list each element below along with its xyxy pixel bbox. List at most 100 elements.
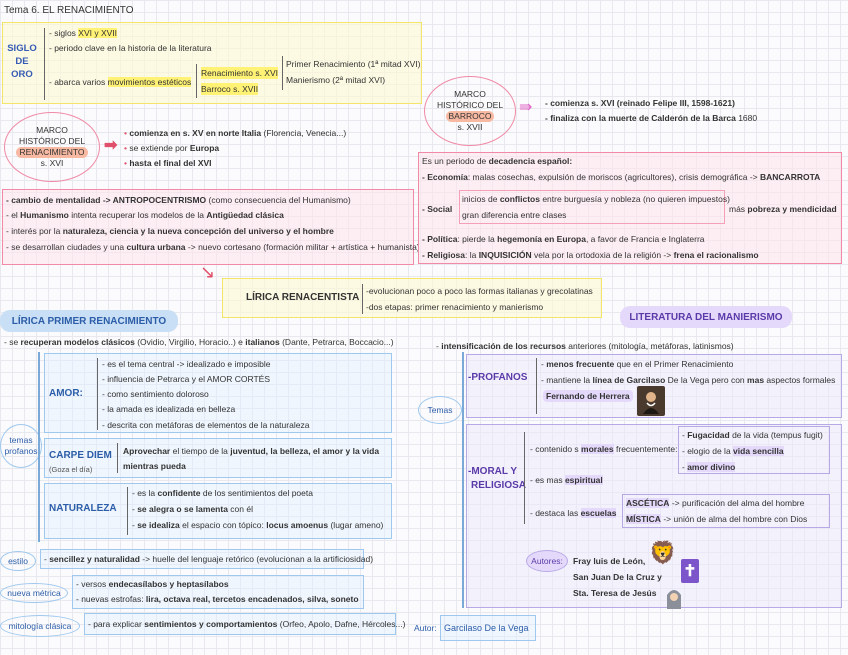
renacimiento-box [2, 189, 414, 265]
naturaleza-box [44, 483, 392, 539]
carpe-2: mientras pueda [123, 461, 186, 471]
lirica-title: LÍRICA RENACENTISTA [246, 292, 360, 303]
autor-name: Garcilaso De la Vega [444, 623, 529, 633]
lirica-line-1: -evolucionan poco a poco las formas ital… [366, 286, 593, 296]
ren-point-3: • hasta el final del XVI [124, 158, 212, 168]
siglo-de-oro-label: SIGLO DE ORO [7, 43, 37, 80]
bar-point-2: - finaliza con la muerte de Calderón de … [545, 113, 758, 123]
naturaleza-bracket [127, 487, 128, 535]
manierismo-title: LITERATURA DEL MANIERISMO [620, 306, 792, 328]
siglo-line-2: - periodo clave en la historia de la lit… [49, 43, 212, 53]
mitologia-oval: mitología clásica [0, 615, 80, 637]
fugacidad-box [678, 426, 830, 474]
amor-3: - como sentimiento doloroso [102, 389, 209, 399]
amor-5: - descrita con metáforas de elementos de… [102, 420, 310, 430]
estilo-box [40, 549, 364, 569]
arrow-bar: ⇛ [519, 99, 533, 116]
moral-2: - es mas espiritual [530, 475, 603, 485]
amor-1: - es el tema central -> idealizado e imp… [102, 359, 271, 369]
carpe-diem-sub: (Goza el día) [49, 465, 93, 474]
bar-social-3: más pobreza y mendicidad [729, 204, 837, 214]
autores-oval: Autores: [526, 550, 568, 572]
bar-religiosa: - Religiosa: la INQUISICIÓN vela por la … [422, 250, 759, 260]
fugacidad-3: - amor divino [682, 462, 736, 472]
nat-1: - es la confidente de los sentimientos d… [132, 488, 313, 498]
nun-icon [664, 587, 684, 609]
metrica-2: - nuevas estrofas: lira, octava real, te… [76, 594, 359, 604]
estilo-text: - sencillez y naturalidad -> huelle del … [44, 554, 374, 564]
autor-2: San Juan De la Cruz y [573, 572, 662, 582]
social-inner-box [459, 190, 725, 224]
carpe-1: Aprovechar el tiempo de la juventud, la … [123, 446, 380, 456]
page-title: Tema 6. EL RENACIMIENTO [4, 5, 134, 16]
mistica: MÍSTICA -> unión de alma del hombre con … [626, 514, 808, 524]
cross-icon: ✝ [681, 559, 699, 583]
barroco-box [418, 152, 842, 264]
autor-label: Autor: [414, 623, 437, 633]
ren-point-1: • comienza en s. XV en norte Italia (Flo… [124, 128, 347, 138]
amor-bracket [97, 358, 98, 430]
temas-oval: Temas [418, 396, 462, 424]
siglo-line-3: - abarca varios movimientos estéticos [49, 77, 192, 87]
ren-row-4: - se desarrollan ciudades y una cultura … [6, 242, 420, 252]
metrica-oval: nueva métrica [0, 583, 68, 603]
lirica-bracket [362, 284, 363, 314]
nat-2: - se alegra o se lamenta con él [132, 504, 253, 514]
profanos-label: -PROFANOS [468, 372, 528, 383]
mitologia-box [84, 613, 396, 635]
metrica-1: - versos endecasílabos y heptasílabos [76, 579, 229, 589]
fugacidad-1: - Fugacidad de la vida (tempus fugit) [682, 430, 823, 440]
marco-renacimiento-oval: MARCO HISTÓRICO DEL RENACIMIENTO s. XVI [4, 112, 100, 182]
bar-social-2: gran diferencia entre clases [462, 210, 567, 220]
profanos-1: - menos frecuente que en el Primer Renac… [541, 359, 734, 369]
amor-2: - influencia de Petrarca y el AMOR CORTÉ… [102, 374, 271, 384]
bar-politica: - Política: pierde la hegemonía en Europ… [422, 234, 705, 244]
mov-bracket [196, 64, 197, 98]
portrait-herrera-icon [637, 386, 665, 416]
amor-box [44, 353, 392, 433]
ren-row-2: - el Humanismo intenta recuperar los mod… [6, 210, 284, 220]
bar-social-1: inicios de conflictos entre burguesía y … [462, 194, 730, 204]
carpe-diem-label: CARPE DIEM [49, 450, 112, 461]
primer-ren-item: Primer Renacimiento (1ª mitad XVI) [286, 59, 421, 69]
moral-3: - destaca las escuelas [530, 508, 617, 518]
ren-row-1: - cambio de mentalidad -> ANTROPOCENTRIS… [6, 195, 351, 205]
lirica-box [222, 278, 602, 318]
arrow-lirica: ↘ [200, 262, 216, 282]
fugacidad-2: - elogio de la vida sencilla [682, 446, 784, 456]
marco-barroco-oval: MARCO HISTÓRICO DEL BARROCO s. XVII [424, 76, 516, 146]
naturaleza-label: NATURALEZA [49, 503, 117, 514]
ascetica: ASCÉTICA -> purificación del alma del ho… [626, 498, 805, 508]
siglo-bracket [44, 28, 45, 100]
autor-3: Sta. Teresa de Jesús [573, 588, 657, 598]
mitologia-text: - para explicar sentimientos y comportam… [88, 619, 406, 629]
lirica-line-2: -dos etapas: primer renacimiento y manie… [366, 302, 544, 312]
manierismo-intensificacion: - intensificación de los recursos anteri… [436, 341, 734, 351]
nat-3: - se idealiza el espacio con tópico: loc… [132, 520, 384, 530]
autor-1: Fray luis de León, [573, 556, 646, 566]
primer-recuperan: - se recuperan modelos clásicos (Ovidio,… [4, 337, 394, 347]
bar-economia: - Economía: malas cosechas, expulsión de… [422, 172, 821, 182]
autor-box [440, 615, 536, 641]
mov-renacimiento: Renacimiento s. XVI [201, 67, 279, 79]
manierismo-line [462, 352, 464, 608]
profanos-bracket [536, 358, 537, 414]
bar-intro: Es un periodo de decadencia español: [422, 156, 573, 166]
bar-point-1: - comienza s. XVI (reinado Felipe III, 1… [545, 98, 735, 108]
arrow-ren: ➡ [104, 137, 118, 154]
moral-bracket [524, 432, 525, 524]
carpe-diem-box [44, 438, 392, 478]
primer-ren-title: LÍRICA PRIMER RENACIMIENTO [0, 310, 178, 332]
bar-social-label: - Social [422, 204, 453, 214]
carpe-bracket [117, 443, 118, 473]
estilo-oval: estilo [0, 551, 36, 571]
profanos-2: - mantiene la línea de Garcilaso De la V… [541, 375, 836, 385]
profanos-3: Fernando de Herrera [543, 390, 633, 402]
siglo-line-1: - siglos XVI y XVII [49, 28, 118, 38]
amor-4: - la amada es idealizada en belleza [102, 404, 236, 414]
moral-1: - contenido s morales frecuentemente: [530, 444, 678, 454]
ren-point-2: • se extiende por Europa [124, 143, 220, 153]
lion-icon: 🦁 [649, 540, 677, 565]
